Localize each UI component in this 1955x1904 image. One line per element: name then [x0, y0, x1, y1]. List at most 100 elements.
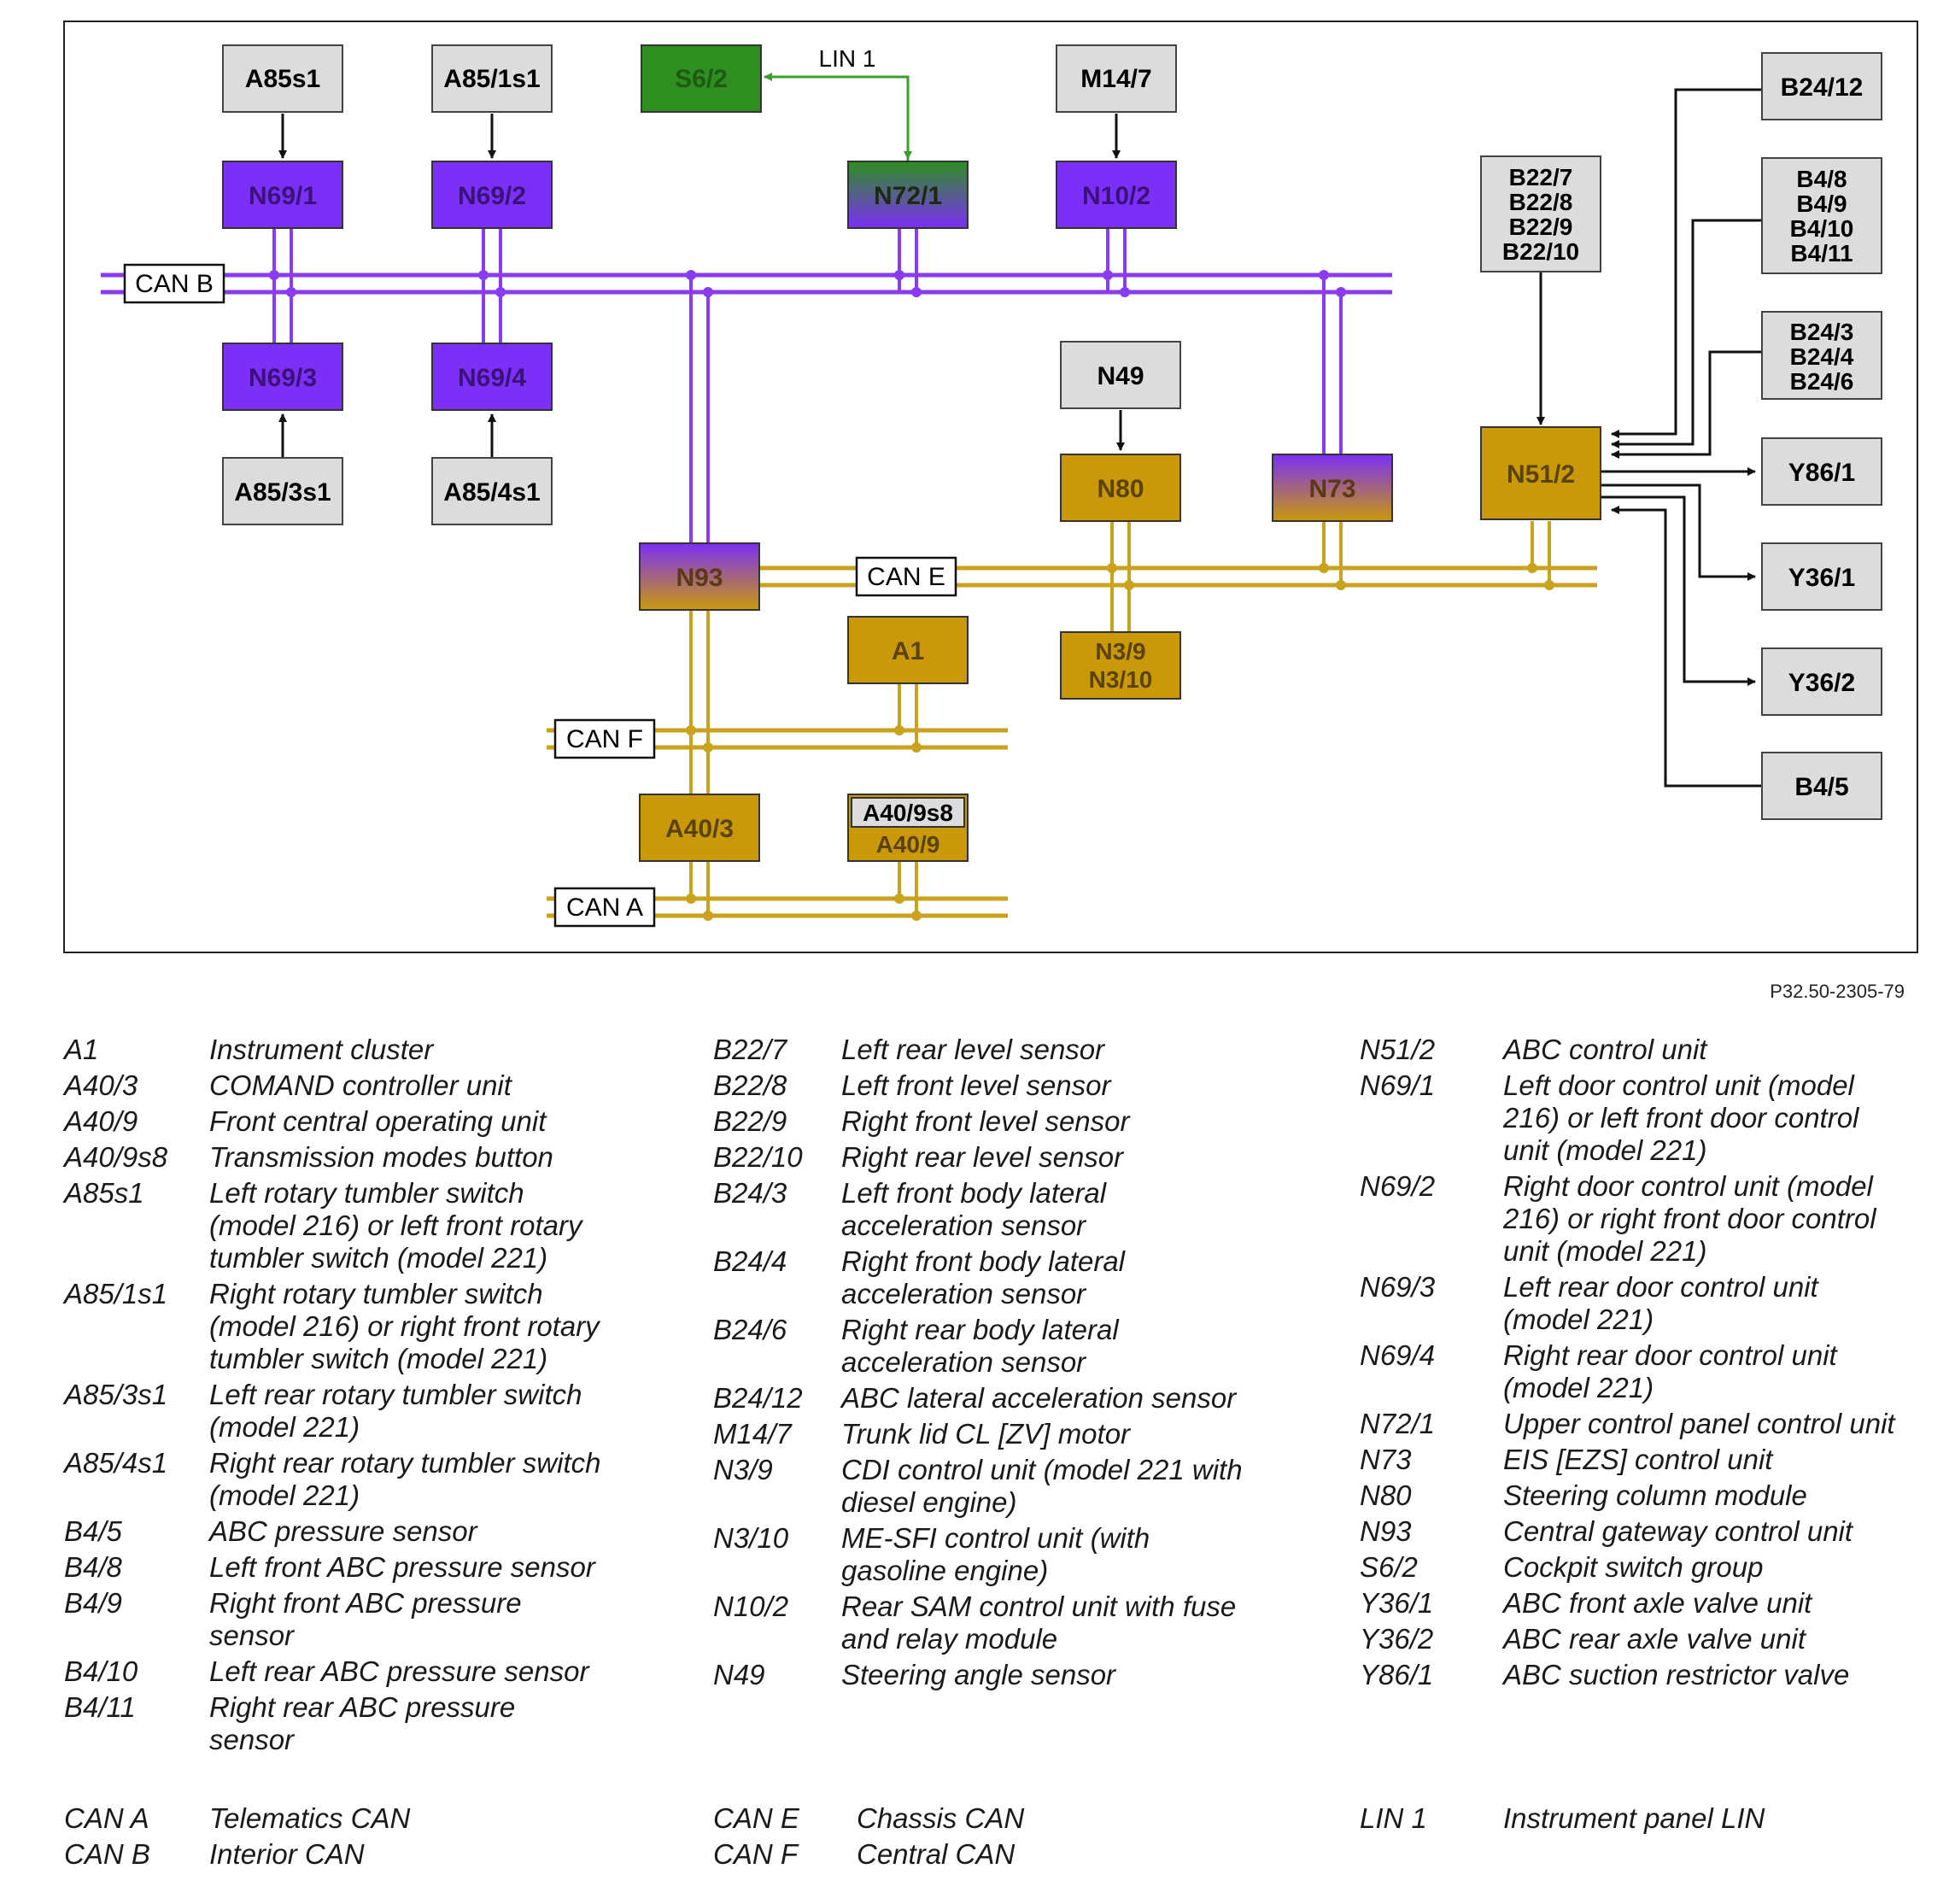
svg-text:A40/3: A40/3 — [665, 815, 734, 843]
legend-description: Rear SAM control unit with fuse and rela… — [841, 1591, 1237, 1655]
legend-description: Left front level sensor — [841, 1069, 1111, 1101]
svg-text:A1: A1 — [892, 637, 924, 665]
legend-description: Cockpit switch group — [1503, 1551, 1764, 1583]
legend-code: N69/2 — [1360, 1170, 1436, 1202]
svg-text:N69/3: N69/3 — [249, 364, 317, 392]
legend-description: Right rear rotary tumbler switch (model … — [209, 1447, 601, 1511]
legend-description: Upper control panel control unit — [1503, 1408, 1895, 1439]
legend-description: Steering angle sensor — [841, 1659, 1116, 1690]
legend-description: Central gateway control unit — [1503, 1515, 1853, 1547]
legend-code: A40/9 — [64, 1105, 138, 1137]
legend-code: CAN F — [713, 1838, 798, 1870]
legend-code: A40/9s8 — [64, 1141, 168, 1173]
box-A85s1: A85s1 — [222, 44, 343, 113]
box-A85-4s1: A85/4s1 — [431, 457, 553, 525]
legend-code: B4/8 — [64, 1551, 122, 1583]
legend-code: A85/1s1 — [64, 1278, 168, 1309]
legend-code: N3/10 — [713, 1522, 789, 1554]
svg-text:B4/9: B4/9 — [1796, 190, 1847, 217]
svg-text:A85/3s1: A85/3s1 — [234, 478, 331, 507]
legend-code: A1 — [64, 1034, 99, 1065]
legend-code: N80 — [1360, 1479, 1412, 1511]
legend-code: A85/3s1 — [64, 1379, 168, 1410]
legend-description: Left front ABC pressure sensor — [209, 1551, 595, 1583]
legend-description: COMAND controller unit — [209, 1069, 512, 1101]
box-N73: N73 — [1272, 454, 1393, 522]
legend-code: N51/2 — [1360, 1034, 1436, 1065]
legend-description: Trunk lid CL [ZV] motor — [841, 1418, 1131, 1450]
legend-code: A85s1 — [64, 1177, 144, 1209]
legend-description: ABC pressure sensor — [209, 1515, 477, 1547]
legend-description: ABC lateral acceleration sensor — [841, 1382, 1237, 1414]
legend-code: B22/7 — [713, 1034, 787, 1065]
svg-text:N72/1: N72/1 — [874, 182, 942, 210]
svg-text:B24/12: B24/12 — [1781, 73, 1864, 102]
legend-description: Transmission modes button — [209, 1141, 553, 1173]
box-S6-2: S6/2 — [641, 44, 762, 113]
legend-code: N73 — [1360, 1444, 1412, 1475]
legend-description: Left door control unit (model 216) or le… — [1503, 1069, 1859, 1166]
can-f-label: CAN F — [553, 718, 656, 759]
svg-text:A40/9s8: A40/9s8 — [863, 800, 953, 826]
legend-code: CAN B — [64, 1838, 150, 1870]
box-M14-7: M14/7 — [1056, 44, 1177, 113]
box-N69-3: N69/3 — [222, 343, 343, 411]
svg-text:B22/9: B22/9 — [1509, 214, 1573, 240]
box-Y86-1: Y86/1 — [1761, 437, 1882, 506]
legend-code: B24/6 — [713, 1314, 787, 1345]
legend-description: Right rotary tumbler switch (model 216) … — [209, 1278, 600, 1374]
legend-description: ABC rear axle valve unit — [1503, 1623, 1806, 1655]
legend-description: Left rear ABC pressure sensor — [209, 1655, 589, 1687]
svg-text:S6/2: S6/2 — [675, 65, 728, 93]
legend-code: M14/7 — [713, 1418, 792, 1450]
box-N51-2: N51/2 — [1480, 426, 1601, 520]
legend-code: N69/1 — [1360, 1069, 1436, 1101]
svg-text:M14/7: M14/7 — [1080, 65, 1151, 93]
legend-description: Chassis CAN — [857, 1802, 1025, 1834]
legend-code: B24/12 — [713, 1382, 803, 1414]
legend-description: Left rear rotary tumbler switch (model 2… — [209, 1379, 582, 1443]
box-N69-4: N69/4 — [431, 343, 553, 411]
svg-text:N10/2: N10/2 — [1082, 182, 1150, 210]
svg-text:B24/6: B24/6 — [1790, 368, 1854, 395]
legend-description: Right rear level sensor — [841, 1141, 1124, 1173]
legend-description: Right front ABC pressure sensor — [209, 1587, 522, 1651]
network-diagram: CAN B CAN E CAN F CAN A LIN 1 A85s1 A85/… — [63, 21, 1918, 953]
svg-text:N80: N80 — [1097, 475, 1144, 503]
legend-code: N10/2 — [713, 1591, 789, 1622]
svg-text:B24/3: B24/3 — [1790, 319, 1854, 345]
legend-code: CAN A — [64, 1802, 149, 1834]
legend-code: N69/3 — [1360, 1271, 1436, 1303]
box-A85-3s1: A85/3s1 — [222, 457, 343, 525]
legend-code: B22/10 — [713, 1141, 803, 1173]
legend-description: Telematics CAN — [209, 1802, 411, 1834]
box-N80: N80 — [1060, 454, 1181, 522]
box-B4-5: B4/5 — [1761, 752, 1882, 820]
svg-text:B4/8: B4/8 — [1796, 166, 1847, 192]
can-a-label: CAN A — [553, 887, 656, 928]
svg-text:Y36/2: Y36/2 — [1788, 669, 1855, 697]
svg-text:B22/7: B22/7 — [1509, 164, 1573, 190]
svg-text:B24/4: B24/4 — [1790, 343, 1854, 370]
legend-description: Left rotary tumbler switch (model 216) o… — [209, 1177, 582, 1274]
lin-1-bus — [764, 73, 912, 165]
legend-description: Right rear ABC pressure sensor — [209, 1691, 516, 1755]
box-A85-1s1: A85/1s1 — [431, 44, 553, 113]
legend-code: N3/9 — [713, 1454, 773, 1485]
svg-text:N93: N93 — [676, 564, 723, 592]
box-N10-2: N10/2 — [1056, 161, 1177, 229]
legend-code: B4/10 — [64, 1655, 138, 1687]
box-A1: A1 — [847, 616, 969, 684]
legend-description: Left front body lateral acceleration sen… — [841, 1177, 1107, 1241]
legend-description: ABC front axle valve unit — [1503, 1587, 1812, 1619]
legend-code: B22/9 — [713, 1105, 787, 1137]
legend-code: B22/8 — [713, 1069, 787, 1101]
box-A40-9: A40/9s8 A40/9 — [847, 794, 969, 862]
legend-description: Right front level sensor — [841, 1105, 1130, 1137]
can-b-label: CAN B — [123, 263, 225, 304]
